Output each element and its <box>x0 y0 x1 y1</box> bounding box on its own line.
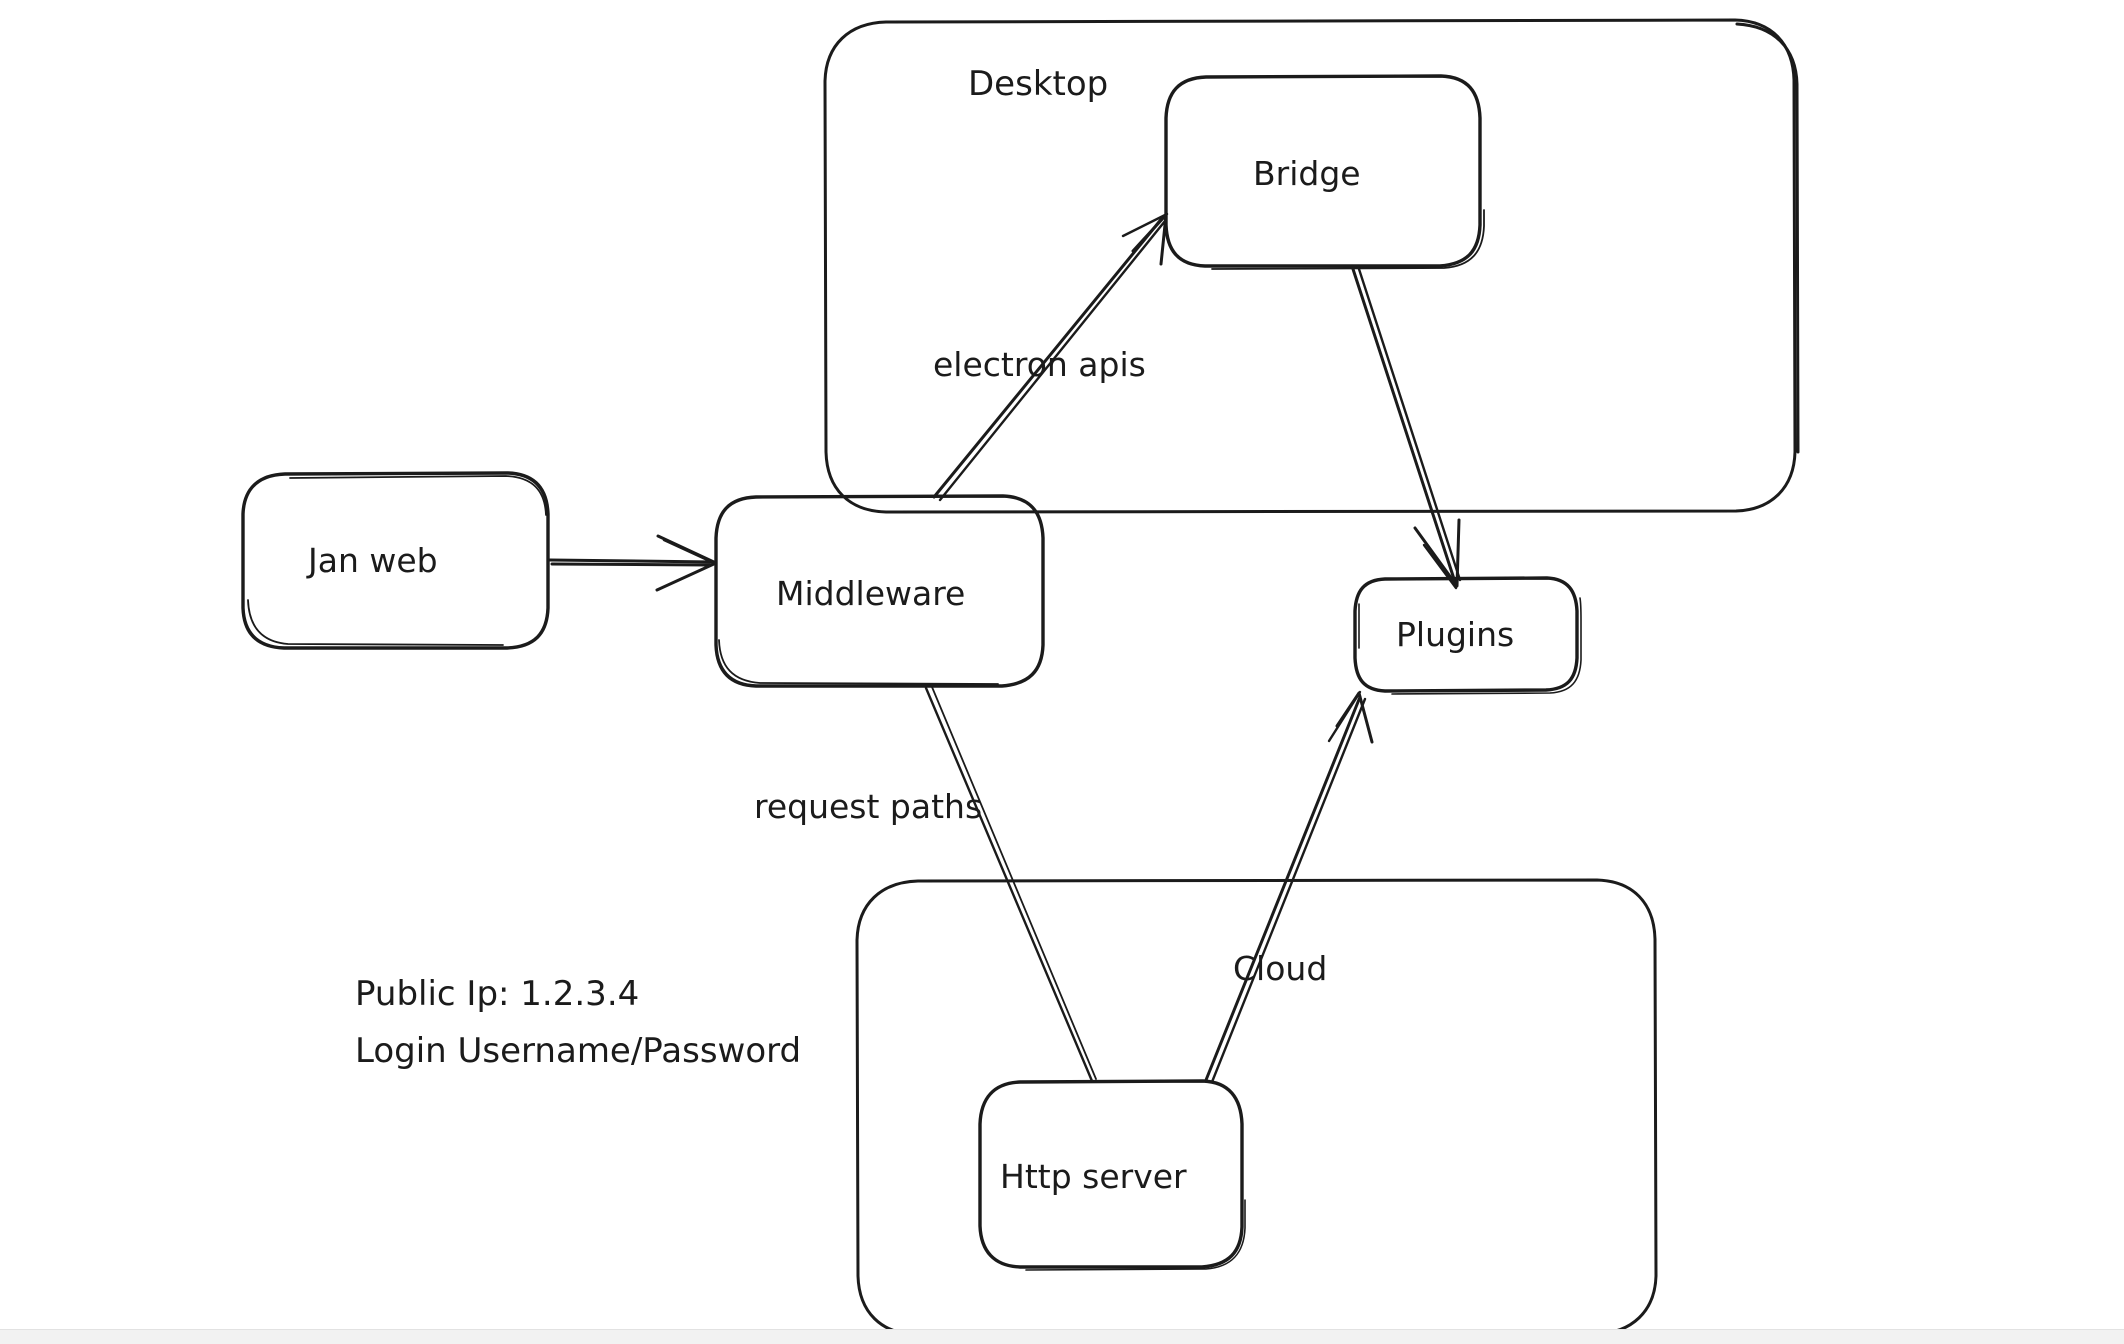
node-plugins[interactable]: Plugins <box>1353 576 1582 695</box>
http-server-to-middleware-line-echo <box>931 686 1097 1080</box>
jan-web-box-outline <box>241 471 550 650</box>
http-server-to-plugins-arrowhead-echo <box>1327 690 1362 743</box>
edge-http-server-to-plugins[interactable]: Cloud <box>1204 690 1374 1084</box>
bridge-to-plugins-line-echo <box>1356 264 1462 582</box>
jan-web-box-outline-echo2 <box>247 599 504 646</box>
edge-bridge-to-plugins[interactable] <box>1350 264 1462 590</box>
bridge-to-plugins-arrowhead <box>1413 518 1461 588</box>
jan-web-to-middleware-line <box>548 558 716 564</box>
http-server-to-middleware-line <box>924 686 1094 1083</box>
bridge-to-plugins-arrowhead-echo <box>1422 543 1458 590</box>
bridge-box-outline-echo <box>1211 209 1485 270</box>
edge-label-cloud: Cloud <box>1233 949 1327 988</box>
plugins-box-outline <box>1353 576 1579 693</box>
note-login-credentials: Login Username/Password <box>355 1031 801 1071</box>
container-label-desktop: Desktop <box>968 64 1108 104</box>
node-bridge[interactable]: Bridge <box>1164 74 1485 270</box>
bottom-edge-strip <box>0 1329 2124 1344</box>
notes-block: Public Ip: 1.2.3.4 Login Username/Passwo… <box>355 974 801 1071</box>
note-public-ip: Public Ip: 1.2.3.4 <box>355 974 639 1014</box>
jan-web-to-middleware-line-echo <box>550 562 712 567</box>
bridge-to-plugins-line <box>1350 264 1457 584</box>
http-server-to-plugins-line-echo <box>1210 697 1367 1084</box>
node-label-bridge: Bridge <box>1253 154 1361 193</box>
node-label-middleware: Middleware <box>776 574 965 613</box>
edge-label-request-paths: request paths <box>754 787 982 826</box>
middleware-box-outline-echo <box>718 639 999 685</box>
middleware-to-bridge-line-echo <box>938 219 1167 502</box>
container-desktop[interactable]: Desktop <box>823 18 1800 514</box>
jan-web-box-outline-echo <box>289 475 547 516</box>
edge-label-electron-apis: electron apis <box>933 345 1146 384</box>
node-jan-web[interactable]: Jan web <box>241 471 550 650</box>
edge-jan-web-to-middleware[interactable] <box>548 534 718 592</box>
http-server-to-plugins-line <box>1204 695 1362 1082</box>
middleware-to-bridge-arrowhead-echo <box>1121 212 1169 238</box>
plugins-box-outline-echo <box>1391 597 1582 695</box>
node-label-http-server: Http server <box>1000 1157 1187 1196</box>
middleware-to-bridge-line <box>932 215 1165 499</box>
edge-middleware-to-bridge[interactable]: electron apis <box>932 212 1169 502</box>
node-http-server[interactable]: Http server <box>978 1079 1246 1271</box>
bridge-box-outline <box>1164 74 1482 268</box>
node-label-jan-web: Jan web <box>306 541 438 580</box>
http-server-box-outline <box>978 1079 1244 1269</box>
node-label-plugins: Plugins <box>1396 615 1514 654</box>
desktop-container-outline-echo <box>1735 22 1800 454</box>
middleware-box-outline <box>714 494 1045 688</box>
jan-web-to-middleware-arrowhead-echo <box>662 538 716 565</box>
edge-http-server-to-middleware[interactable]: request paths <box>754 686 1097 1083</box>
node-middleware[interactable]: Middleware <box>714 494 1045 688</box>
http-server-box-outline-echo <box>1025 1199 1246 1271</box>
